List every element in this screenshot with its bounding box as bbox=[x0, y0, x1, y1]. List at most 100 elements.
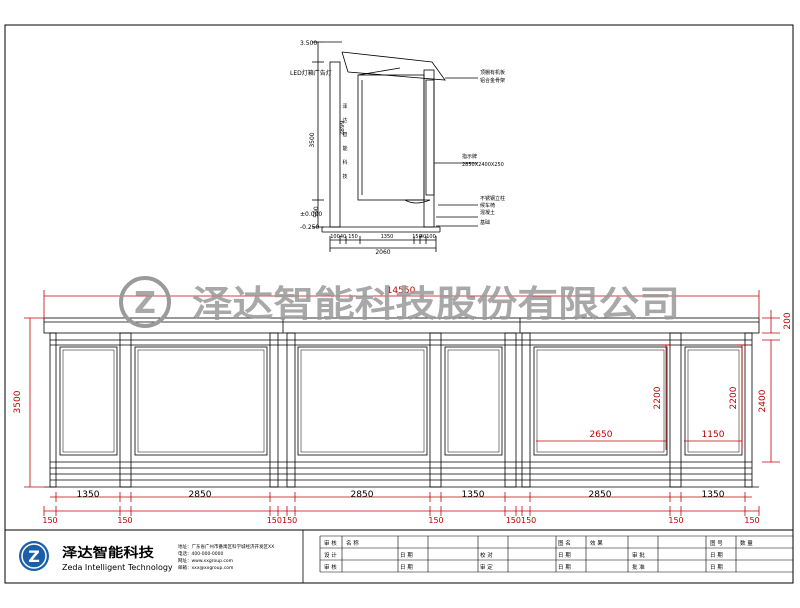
title-block-grid bbox=[319, 535, 794, 573]
elevation-dimension-ticks bbox=[43, 492, 760, 516]
post-width-dim: 150 bbox=[117, 516, 132, 525]
section-roof bbox=[341, 51, 446, 81]
section-label: -0.250 bbox=[300, 224, 320, 231]
elevation-post bbox=[269, 332, 279, 488]
section-side-letter: 达 bbox=[342, 117, 347, 124]
contact-lines: 地址：广东省广州市番禺区科学城经济开发区XX电话：400-000-0000网址：… bbox=[178, 543, 274, 571]
roof-height-dim: 200 bbox=[783, 312, 793, 329]
section-bottom-dim: 150 bbox=[348, 234, 358, 240]
inner-width-dim-1: 2650 bbox=[590, 430, 613, 440]
contact-line: 邮箱：xxx@xxgroup.com bbox=[178, 564, 233, 571]
elevation-post bbox=[669, 332, 682, 488]
section-side-letter: 技 bbox=[342, 173, 347, 180]
company-name-en: Zeda Intelligent Technology bbox=[62, 563, 173, 572]
tb-cell: 审 核 bbox=[324, 563, 337, 571]
tb-cell: 日 期 bbox=[400, 564, 413, 571]
section-note: 铝合金骨架 bbox=[480, 77, 505, 84]
contact-line: 网址：www.xxgroup.com bbox=[178, 557, 233, 564]
svg-text:Z: Z bbox=[28, 547, 40, 566]
bay-width-dim: 1350 bbox=[77, 490, 100, 500]
section-note: 顶棚有机板 bbox=[480, 69, 505, 76]
contact-line: 电话：400-000-0000 bbox=[178, 550, 224, 557]
post-width-dim: 150 bbox=[42, 516, 57, 525]
tb-cell: 日 期 bbox=[400, 552, 413, 559]
elevation-panel-inner bbox=[447, 349, 500, 453]
tb-cell: 审 定 bbox=[480, 563, 493, 571]
joined-post-dim: 150150 bbox=[506, 516, 537, 525]
elevation-glass-panel bbox=[297, 346, 428, 456]
total-height-dim: 3500 bbox=[13, 390, 23, 413]
section-label: LED灯箱广告灯 bbox=[290, 69, 332, 77]
section-label: ±0.000 bbox=[300, 211, 322, 218]
watermark-company-text: 泽达智能科技股份有限公司 bbox=[192, 284, 680, 325]
panel-height-dim-2: 2200 bbox=[729, 386, 739, 409]
elevation-glass-panel bbox=[444, 346, 503, 456]
section-note: 候车椅 bbox=[480, 202, 495, 209]
section-label: 3.500 bbox=[300, 40, 317, 47]
tb-cell: 图 名 bbox=[558, 539, 571, 547]
section-bottom-dim: 100 bbox=[426, 234, 436, 240]
elevation-panels bbox=[59, 346, 743, 456]
company-name-cn: 泽达智能科技 bbox=[62, 545, 155, 561]
elevation-roof bbox=[43, 317, 760, 334]
section-bottom-dim: 1350 bbox=[381, 234, 394, 240]
elevation-view bbox=[43, 317, 760, 488]
section-note: 基础 bbox=[480, 219, 490, 226]
side-height-dim: 2400 bbox=[758, 389, 768, 412]
elevation-post bbox=[119, 332, 132, 488]
elevation-posts bbox=[49, 332, 753, 488]
elevation-post bbox=[49, 332, 57, 488]
bay-width-dim: 1350 bbox=[702, 490, 725, 500]
section-bottom-dim: 100 bbox=[330, 234, 340, 240]
title-block: Z 泽达智能科技 Zeda Intelligent Technology 地址：… bbox=[4, 529, 794, 584]
joined-post-dim: 150150 bbox=[267, 516, 298, 525]
section-inner-frame bbox=[357, 74, 425, 201]
elevation-panel-inner bbox=[536, 349, 665, 453]
elevation-post bbox=[429, 332, 442, 488]
bay-width-dim: 2850 bbox=[351, 490, 374, 500]
bay-width-dim: 2850 bbox=[189, 490, 212, 500]
post-width-dim: 150 bbox=[744, 516, 759, 525]
tb-cell: 日 期 bbox=[558, 564, 571, 571]
section-bottom-dim: 150 bbox=[412, 234, 422, 240]
section-right-post bbox=[423, 69, 435, 228]
tb-cell: 效 果 bbox=[590, 539, 603, 547]
elevation-post bbox=[521, 332, 531, 488]
post-width-dim: 150 bbox=[668, 516, 683, 525]
watermark-logo-ring bbox=[119, 276, 171, 328]
section-sign-panel bbox=[425, 79, 435, 196]
section-view bbox=[312, 41, 478, 252]
section-side-letter: 泽 bbox=[342, 103, 347, 110]
section-label: 500 bbox=[313, 206, 320, 218]
section-total-width: 2060 bbox=[375, 249, 390, 256]
elevation-post bbox=[504, 332, 517, 488]
watermark-logo-letter: Z bbox=[134, 286, 156, 321]
section-note: 不锈钢立柱 bbox=[480, 195, 505, 202]
section-bottom-dim: 40 bbox=[340, 234, 346, 240]
section-side-letter: 科 bbox=[342, 159, 347, 166]
section-note: 混凝土 bbox=[480, 209, 495, 216]
inner-width-dim-2: 1150 bbox=[702, 430, 725, 440]
elevation-glass-panel bbox=[59, 346, 118, 456]
elevation-post bbox=[286, 332, 296, 488]
total-width-dim: 14550 bbox=[387, 286, 416, 296]
elevation-panel-inner bbox=[137, 349, 265, 453]
elevation-glass-panel bbox=[134, 346, 268, 456]
elevation-panel-inner bbox=[687, 349, 740, 453]
section-note: 2850X2400X250 bbox=[462, 162, 504, 168]
tb-cell: 审 核 bbox=[324, 539, 337, 547]
section-label: 3500 bbox=[309, 132, 316, 147]
section-label: 2899 bbox=[339, 120, 346, 135]
section-left-post bbox=[329, 61, 341, 228]
section-side-letter: 智 bbox=[342, 131, 347, 138]
bay-width-dim: 2850 bbox=[589, 490, 612, 500]
tb-cell: 图 号 bbox=[710, 539, 723, 547]
elevation-panel-inner bbox=[62, 349, 115, 453]
post-width-dim: 150 bbox=[428, 516, 443, 525]
section-bottom-dim: 40 bbox=[420, 234, 426, 240]
elevation-panel-inner bbox=[300, 349, 425, 453]
